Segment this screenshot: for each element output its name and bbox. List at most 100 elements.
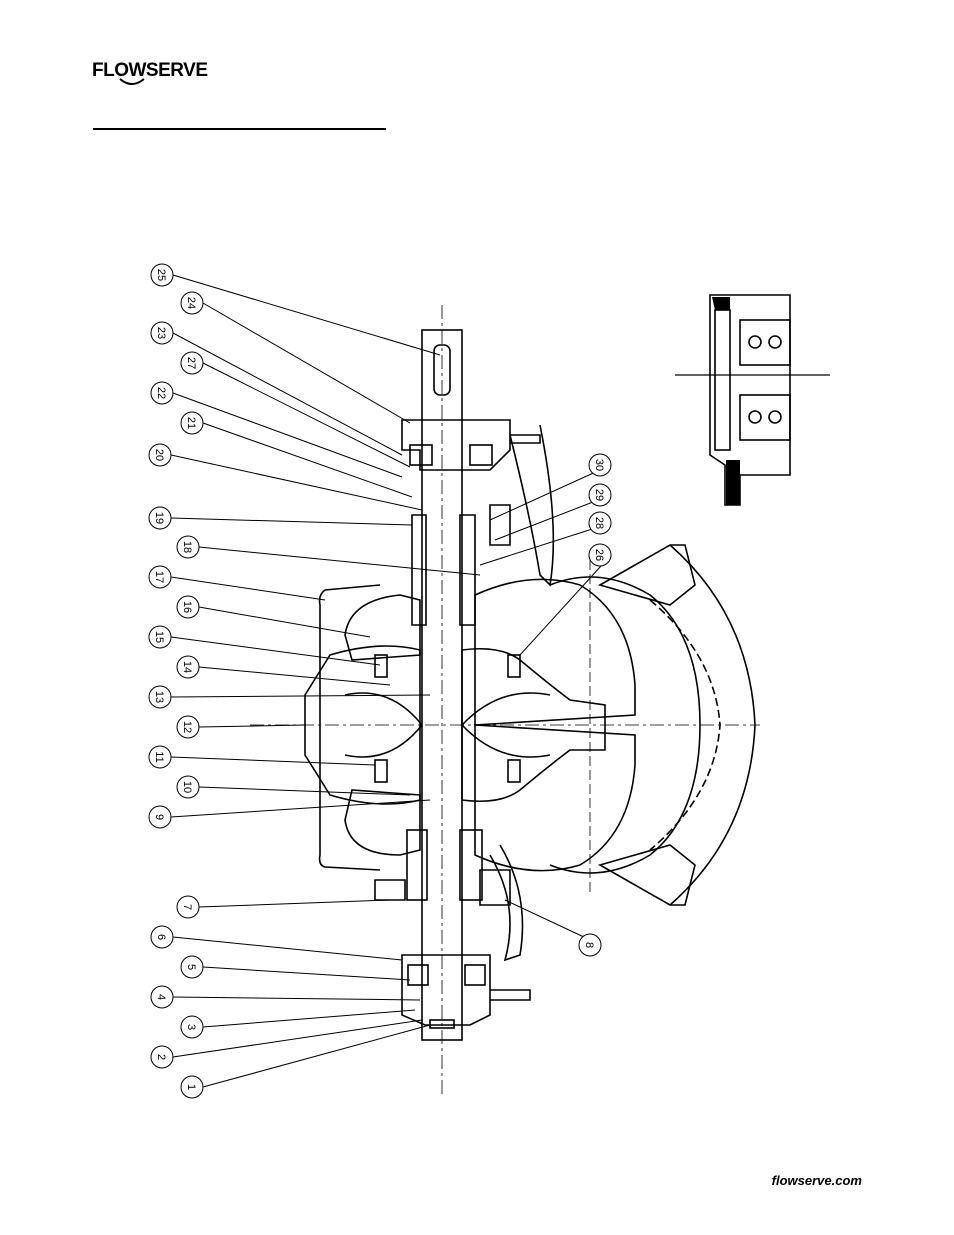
callout-layer: 1234567891011121314151617181920212223242… — [148, 263, 612, 1099]
leader-line — [202, 966, 411, 981]
callout-bubble — [180, 1015, 204, 1039]
callout-number: 12 — [181, 721, 193, 733]
callout-bubble — [150, 985, 174, 1009]
pump-sectional-drawing: 1234567891011121314151617181920212223242… — [148, 263, 830, 1099]
lower-bracket — [489, 844, 524, 962]
callout-number: 6 — [155, 934, 167, 940]
keyway — [433, 344, 451, 396]
header-rule — [93, 128, 386, 130]
callout-number: 5 — [185, 964, 197, 970]
bearing-detail-inset — [675, 294, 830, 506]
top-bearing-housing — [401, 419, 511, 471]
lower-bearing-housing — [401, 954, 491, 1026]
callout-number: 1 — [185, 1084, 197, 1090]
callout-bubble — [176, 715, 200, 739]
callout-bubble — [150, 1045, 174, 1069]
flowserve-logo: FLOWSERVE — [92, 60, 208, 85]
callout-bubble — [588, 453, 612, 477]
leader-line — [198, 546, 481, 576]
vane-3 — [461, 692, 551, 726]
callout-bubble — [180, 351, 204, 375]
callout-number: 30 — [593, 459, 605, 471]
vane-1 — [344, 692, 423, 726]
upper-bracket — [509, 424, 555, 587]
leader-line — [202, 422, 413, 498]
lower-stuffing-box-left — [406, 829, 428, 901]
discharge-nozzle-outer — [669, 544, 756, 906]
callout-number: 3 — [185, 1024, 197, 1030]
callout-bubble — [588, 511, 612, 535]
end-cover — [429, 1019, 455, 1029]
callout-number: 4 — [155, 994, 167, 1000]
leader-line — [198, 666, 391, 686]
callout-bubble — [148, 506, 172, 530]
wear-ring-bottom-right — [507, 759, 521, 783]
callout-number: 19 — [153, 512, 165, 524]
callout-bubble — [150, 925, 174, 949]
leader-line — [172, 1019, 423, 1058]
discharge-nozzle-inner — [649, 599, 721, 851]
leader-line — [202, 1024, 431, 1088]
callout-bubble — [176, 895, 200, 919]
leader-line — [170, 636, 381, 666]
volute-outer — [549, 576, 701, 874]
callout-number: 10 — [181, 781, 193, 793]
callout-number: 8 — [583, 942, 595, 948]
vane-2 — [344, 724, 423, 758]
leader-line — [170, 694, 431, 698]
callout-bubble — [150, 321, 174, 345]
callout-bubble — [588, 543, 612, 567]
callout-number: 23 — [155, 327, 167, 339]
callout-bubble — [180, 955, 204, 979]
upper-volute-right — [474, 578, 636, 726]
callout-number: 14 — [181, 661, 193, 673]
callout-number: 21 — [185, 417, 197, 429]
wear-ring-bottom-left — [374, 759, 388, 783]
lower-gland — [374, 879, 406, 901]
leader-line — [172, 392, 403, 478]
top-lug — [510, 434, 541, 444]
callout-number: 22 — [155, 387, 167, 399]
callout-number: 9 — [153, 814, 165, 820]
callout-bubble — [150, 381, 174, 405]
callout-bubble — [180, 1075, 204, 1099]
lower-stuffing-box-right — [459, 829, 483, 901]
leader-line — [198, 899, 391, 908]
wear-ring-top-right — [507, 654, 521, 678]
callout-bubble — [578, 933, 602, 957]
footer-website: flowserve.com — [771, 1173, 862, 1188]
callout-bubble — [148, 443, 172, 467]
callout-number: 2 — [155, 1054, 167, 1060]
callout-number: 18 — [181, 541, 193, 553]
leader-line — [202, 362, 411, 468]
upper-chamber-left — [344, 594, 421, 661]
callout-number: 13 — [153, 691, 165, 703]
bottom-lug — [490, 989, 531, 1001]
callout-number: 15 — [153, 631, 165, 643]
callout-bubble — [148, 625, 172, 649]
wear-ring-top-left — [374, 654, 388, 678]
lower-chamber-left — [344, 789, 421, 856]
lower-bearing-left — [407, 964, 429, 986]
callout-bubble — [176, 655, 200, 679]
leader-line — [198, 786, 411, 796]
callout-number: 28 — [593, 517, 605, 529]
lower-bearing-right — [464, 964, 486, 986]
leader-line — [479, 522, 612, 566]
callout-bubble — [148, 685, 172, 709]
logo-swoosh — [119, 78, 145, 85]
callout-number: 11 — [153, 751, 165, 762]
callout-number: 26 — [593, 549, 605, 561]
callout-bubble — [148, 805, 172, 829]
leader-line — [172, 332, 403, 456]
vane-4 — [461, 724, 551, 758]
top-bearing-left — [409, 444, 433, 466]
leader-line — [170, 756, 376, 766]
callout-bubble — [180, 411, 204, 435]
lower-gland-right — [479, 869, 511, 906]
leader-line — [489, 464, 612, 521]
gland-bolt — [489, 504, 511, 546]
leader-line — [172, 936, 403, 961]
callout-number: 27 — [185, 357, 197, 369]
top-bearing-right — [469, 444, 493, 466]
